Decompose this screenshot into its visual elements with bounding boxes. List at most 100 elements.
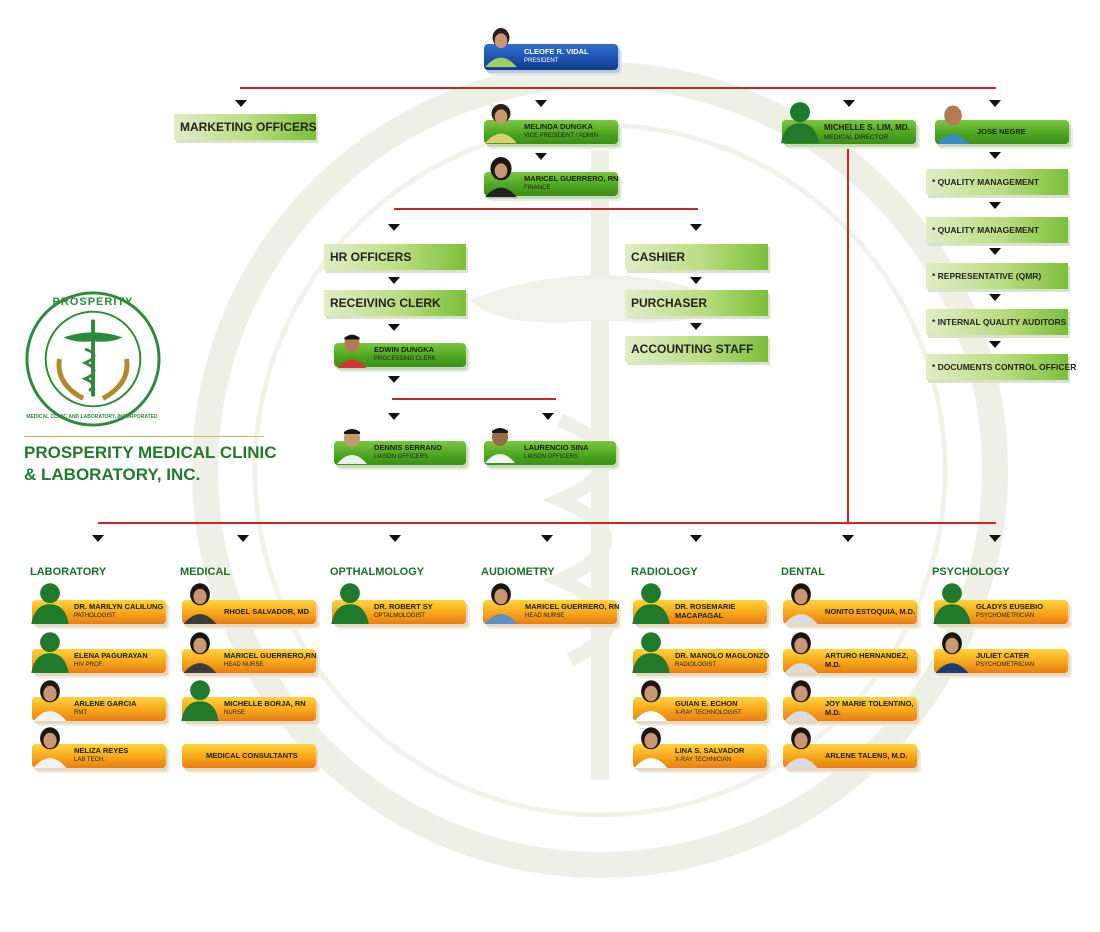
staff-card[interactable]: MICHELLE BORJA, RN NURSE: [182, 697, 316, 721]
cashier-box[interactable]: CASHIER: [625, 244, 768, 270]
arrow: [843, 100, 855, 107]
person-photo-icon: [485, 157, 517, 198]
accounting-staff-box[interactable]: ACCOUNTING STAFF: [625, 336, 768, 362]
card-name: EDWIN DUNGKA: [374, 345, 434, 354]
staff-name: GLADYS EUSEBIO: [976, 602, 1044, 611]
arrow: [389, 535, 401, 542]
department-title: LABORATORY: [30, 566, 107, 578]
card-name: LAURENCIO SINA: [524, 443, 589, 452]
staff-role: NURSE: [224, 710, 246, 716]
card-name: CLEOFE R. VIDAL: [524, 47, 589, 56]
marketing-officers-box[interactable]: MARKETING OFFICERS: [174, 114, 317, 140]
staff-role: X-RAY TECHNOLOGIST: [675, 710, 742, 716]
arrow: [388, 324, 400, 331]
hr-officers-box[interactable]: HR OFFICERS: [324, 244, 466, 270]
staff-name: MICHELLE BORJA, RN: [224, 699, 306, 708]
staff-name-line2: MACAPAGAL: [675, 611, 724, 620]
department-title: OPTHALMOLOGY: [330, 566, 425, 578]
silhouette-icon: [331, 583, 369, 624]
card-name: DENNIS SERRANO: [374, 443, 442, 452]
seal-bottom-text: MEDICAL CLINIC AND LABORATORY, INCORPORA…: [26, 414, 158, 420]
card-name: MELINDA DUNGKA: [524, 122, 593, 131]
staff-name: LINA S. SALVADOR: [675, 746, 745, 755]
card-role: FINANCE: [524, 185, 551, 191]
department-title: DENTAL: [781, 566, 825, 578]
company-seal-logo: [25, 291, 161, 427]
staff-name: ARLENE GARCIA: [74, 699, 137, 708]
staff-name: DR. ROSEMARIE: [675, 602, 736, 611]
seal-top-text: PROSPERITY: [52, 296, 134, 308]
person-photo-icon: [337, 334, 367, 368]
person-photo-icon: [484, 583, 518, 624]
staff-name: MARICEL GUERRERO, RN: [525, 602, 620, 611]
arrow: [388, 224, 400, 231]
arrow: [989, 294, 1001, 301]
staff-name: RHOEL SALVADOR, MD: [224, 607, 310, 616]
silhouette-icon: [933, 583, 971, 624]
arrow: [690, 224, 702, 231]
person-photo-icon: [485, 428, 515, 463]
president-card[interactable]: CLEOFE R. VIDAL PRESIDENT: [484, 44, 618, 70]
quality-box[interactable]: * QUALITY MANAGEMENT: [926, 217, 1068, 243]
staff-role: HEAD NURSE: [224, 662, 264, 668]
arrow: [235, 100, 247, 107]
silhouette-icon: [781, 102, 819, 144]
department-title: RADIOLOGY: [631, 566, 698, 578]
arrow: [542, 413, 554, 420]
card-name: MICHELLE S. LIM, MD.: [824, 123, 910, 132]
silhouette-icon: [31, 583, 69, 624]
staff-role: OPTALMOLOGIST: [374, 613, 425, 619]
arrow: [842, 535, 854, 542]
person-photo-icon: [183, 583, 217, 624]
quality-box[interactable]: * DOCUMENTS CONTROL OFFICER: [926, 354, 1076, 380]
staff-name: ARLENE TALENS, M.D.: [825, 751, 908, 760]
staff-name: DR. MANOLO MAGLONZO: [675, 651, 770, 660]
staff-name: NONITO ESTOQUIA, M.D.: [825, 607, 916, 616]
card-role: PROCESSING CLERK: [374, 356, 436, 362]
staff-name: NELIZA REYES: [74, 746, 129, 755]
arrow: [541, 535, 553, 542]
staff-role: LAB TECH.: [74, 757, 105, 763]
card-role: MEDICAL DIRECTOR: [824, 134, 889, 141]
arrow: [989, 248, 1001, 255]
silhouette-icon: [632, 583, 670, 624]
staff-name: MARICEL GUERRERO,RN: [224, 651, 317, 660]
quality-box[interactable]: * QUALITY MANAGEMENT: [926, 169, 1068, 195]
staff-role: HIV PROF.: [74, 662, 104, 668]
person-photo-icon: [183, 632, 217, 673]
staff-name-line2: M.D.: [825, 660, 841, 669]
arrow: [388, 413, 400, 420]
person-photo-icon: [337, 429, 367, 464]
receiving-clerk-box[interactable]: RECEIVING CLERK: [324, 290, 466, 316]
card-name: MARICEL GUERRERO, RN: [524, 174, 619, 183]
person-photo-icon: [784, 632, 818, 673]
person-photo-icon: [634, 727, 668, 768]
person-photo-icon: [33, 680, 67, 721]
arrow: [388, 376, 400, 383]
staff-name: JOY MARIE TOLENTINO,: [825, 699, 914, 708]
arrow: [989, 202, 1001, 209]
quality-box[interactable]: * INTERNAL QUALITY AUDITORS: [926, 309, 1068, 335]
arrow: [989, 535, 1001, 542]
person-photo-icon: [784, 583, 818, 624]
department-title: MEDICAL: [180, 566, 231, 578]
company-name-line1: PROSPERITY MEDICAL CLINIC: [24, 443, 277, 462]
card-role: LIASON OFFICERS: [374, 454, 429, 460]
staff-name: ARTURO HERNANDEZ,: [825, 651, 909, 660]
arrow: [535, 153, 547, 160]
person-photo-icon: [784, 680, 818, 721]
silhouette-icon: [632, 632, 670, 673]
staff-role: PSYCHOMETRICIAN: [976, 662, 1035, 668]
arrow: [989, 341, 1001, 348]
silhouette-icon: [31, 632, 69, 673]
staff-role: RADIOLOGIST: [675, 662, 717, 668]
staff-role: HEAD NURSE: [525, 613, 565, 619]
staff-card[interactable]: MEDICAL CONSULTANTS: [182, 744, 316, 768]
arrow: [388, 277, 400, 284]
quality-box[interactable]: * REPRESENTATIVE (QMR): [926, 263, 1068, 289]
staff-name-line2: M.D.: [825, 708, 841, 717]
staff-name: MEDICAL CONSULTANTS: [206, 751, 298, 760]
person-photo-icon: [485, 104, 517, 144]
department-title: AUDIOMETRY: [481, 566, 555, 578]
purchaser-box[interactable]: PURCHASER: [625, 290, 768, 316]
